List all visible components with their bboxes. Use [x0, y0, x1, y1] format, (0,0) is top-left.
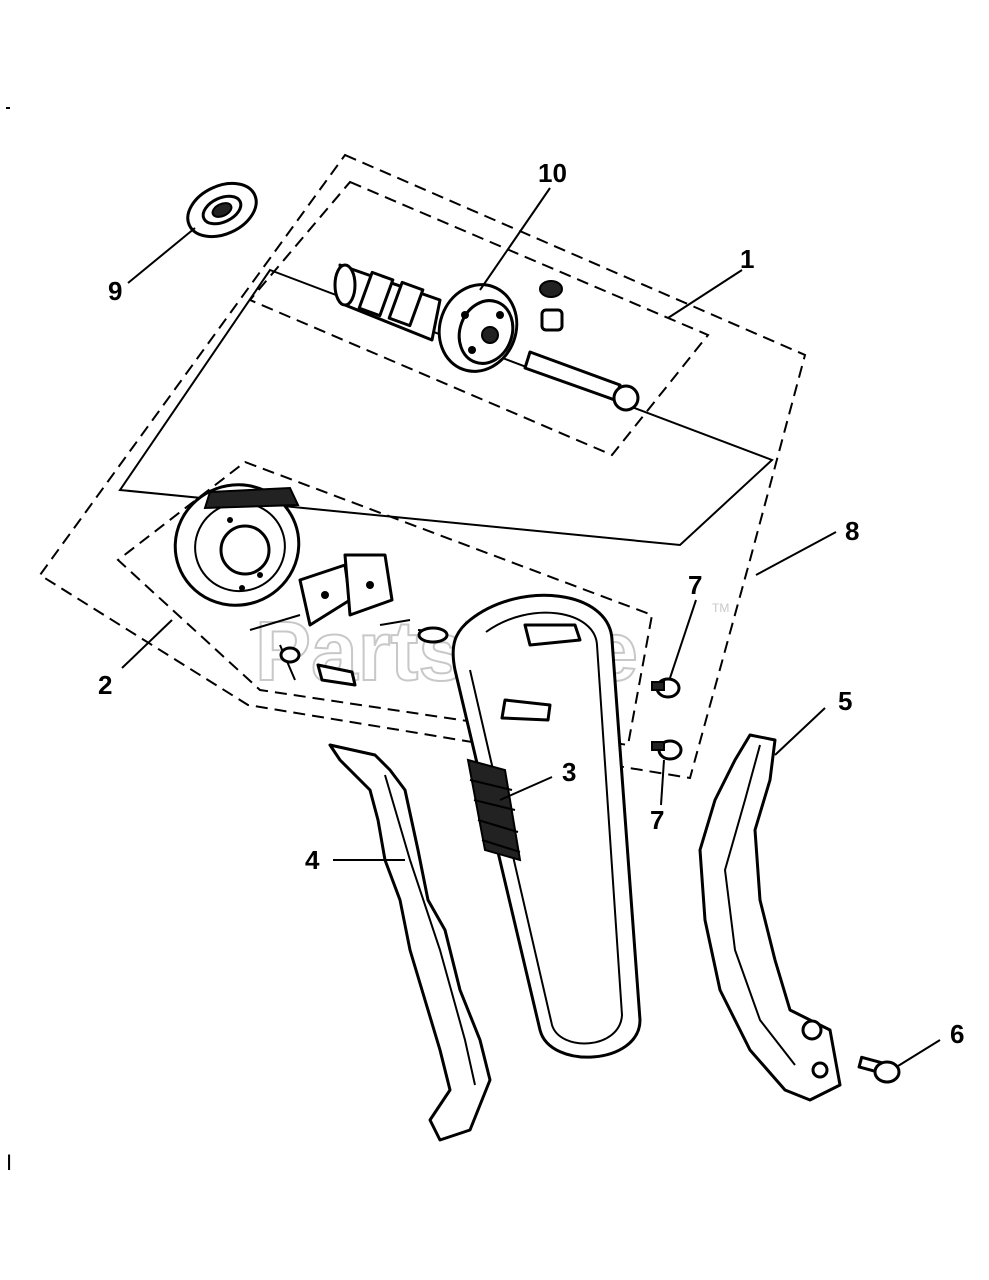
callout-9: 9	[108, 276, 122, 306]
callout-2: 2	[98, 670, 112, 700]
assembly-8-outline	[38, 153, 807, 780]
guide-bolt-part	[857, 1055, 901, 1084]
leader-7-upper	[669, 599, 697, 679]
callout-10: 10	[538, 158, 567, 188]
leader-6	[897, 1039, 941, 1067]
bolt-upper-part	[651, 677, 681, 699]
callout-5: 5	[838, 686, 852, 716]
oil-seal-part	[186, 181, 258, 239]
leader-10	[479, 187, 551, 291]
corner-mark: I	[6, 1150, 12, 1175]
leader-8	[755, 531, 837, 576]
leader-7-lower	[660, 759, 665, 806]
callout-4: 4	[305, 845, 320, 875]
decompressor-part	[249, 553, 449, 687]
decomp-cap-part	[539, 280, 564, 332]
assembly-2-outline	[116, 460, 654, 747]
cam-gear-part	[173, 483, 301, 607]
callout-3: 3	[562, 757, 576, 787]
callout-7-lower: 7	[650, 805, 664, 835]
tensioner-guide-part	[328, 743, 492, 1142]
callout-1: 1	[740, 244, 754, 274]
leader-2	[121, 619, 173, 669]
bolt-lower-part	[651, 739, 683, 761]
leader-5	[774, 707, 826, 756]
callout-6: 6	[950, 1019, 964, 1049]
cam-chain-part	[451, 593, 642, 1059]
chain-guide-part	[698, 733, 842, 1102]
watermark-trademark: TM	[712, 601, 729, 615]
stray-mark	[6, 107, 10, 109]
callout-8: 8	[845, 516, 859, 546]
camshaft-part	[333, 263, 519, 373]
leader-3	[499, 776, 553, 801]
chain-guide-bracket-part	[500, 623, 582, 722]
assembly-1-outline	[248, 180, 710, 457]
leader-9	[127, 227, 196, 284]
callout-7-upper: 7	[688, 570, 702, 600]
leader-1	[667, 269, 743, 319]
cam-pin-shaft-part	[523, 350, 640, 412]
